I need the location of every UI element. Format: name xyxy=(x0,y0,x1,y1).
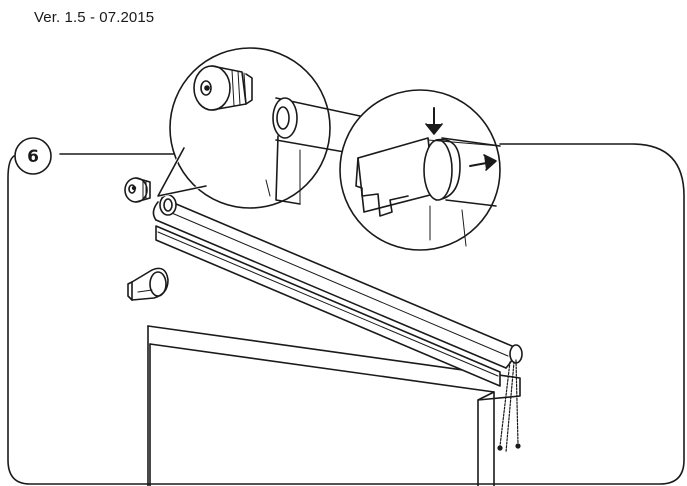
version-label: Ver. 1.5 - 07.2015 xyxy=(34,9,155,26)
step-frame xyxy=(7,143,685,485)
step-number: 6 xyxy=(27,147,39,167)
window-frame xyxy=(147,325,521,486)
detail-bubble-end-cap xyxy=(156,47,361,209)
end-cap-icon xyxy=(124,177,151,203)
step-badge xyxy=(14,137,52,175)
arrow-right-icon xyxy=(469,154,497,171)
roller-tube xyxy=(152,194,523,387)
bead-chain xyxy=(497,359,521,453)
mounting-bracket-icon xyxy=(127,267,169,301)
detail-bubble-bracket xyxy=(339,89,501,251)
arrow-down-icon xyxy=(425,107,443,135)
